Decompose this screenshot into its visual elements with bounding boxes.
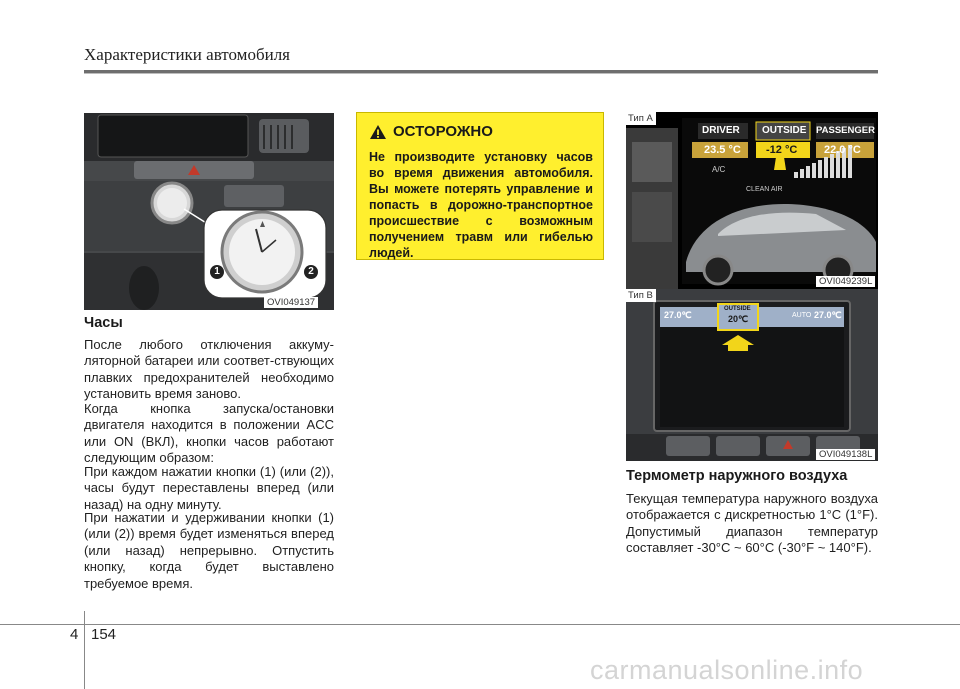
display-b-right-temp: 27.0℃ [814,310,842,320]
display-a-passenger-label: PASSENGER [816,125,875,136]
warning-triangle-icon [370,124,386,139]
chapter-number: 4 [70,626,79,643]
thermometer-heading: Термометр наружного воздуха [626,468,848,484]
clock-paragraph-2: Когда кнопка запуска/остановки двигателя… [84,401,334,466]
warning-box: ОСТОРОЖНО Не производите установку часов… [356,112,604,260]
clock-figure-code: OVI049137 [264,297,319,308]
display-a-clean-air-label: CLEAN AIR [746,186,783,193]
clock-paragraph-1: После любого отключения аккуму-ляторной … [84,337,334,402]
warning-title: ОСТОРОЖНО [393,123,493,140]
watermark: carmanualsonline.info [590,655,864,685]
callout-1: 1 [210,265,224,279]
clock-figure: 1 2 OVI049137 [84,113,334,310]
display-figure-b: 27.0℃ OUTSIDE 20℃ AUTO 27.0℃ Тип B OVI04… [626,289,878,461]
clock-paragraph-3: При каждом нажатии кнопки (1) (или (2)),… [84,464,334,512]
display-a-outside-temp: -12 °C [766,144,798,156]
display-a-type-label: Тип A [626,112,656,125]
thermometer-text: Текущая температура наружного воздуха от… [626,491,878,556]
display-b-auto-label: AUTO [792,312,812,319]
clock-illustration [84,113,334,310]
display-a-passenger-temp: 22.0 °C [824,144,861,156]
display-a-illustration [626,112,878,289]
chapter-title: Характеристики автомобиля [84,45,290,64]
display-b-figure-code: OVI049138L [816,449,876,460]
display-a-driver-temp: 23.5 °C [704,144,741,156]
footer-rule [0,624,960,625]
callout-2: 2 [304,265,318,279]
display-b-left-temp: 27.0℃ [664,310,692,320]
header-rule [84,70,878,73]
display-b-illustration [626,289,878,461]
display-b-outside-temp: 20℃ [728,314,749,324]
warning-text: Не производите установку часов во время … [369,150,593,260]
display-a-ac-label: A/C [712,165,726,174]
clock-heading: Часы [84,315,123,331]
display-a-figure-code: OVI049239L [816,276,876,287]
display-b-outside-label: OUTSIDE [724,306,751,312]
display-a-outside-label: OUTSIDE [762,125,807,136]
clock-paragraph-4: При нажатии и удерживании кнопки (1) (ил… [84,510,334,591]
header-rule-thin [84,73,878,74]
footer-divider [84,611,85,689]
display-figure-a: DRIVER OUTSIDE PASSENGER 23.5 °C -12 °C … [626,112,878,289]
warning-header: ОСТОРОЖНО [369,123,493,140]
display-a-driver-label: DRIVER [702,125,740,136]
page-number: 154 [91,626,117,643]
display-b-type-label: Тип B [626,289,656,302]
